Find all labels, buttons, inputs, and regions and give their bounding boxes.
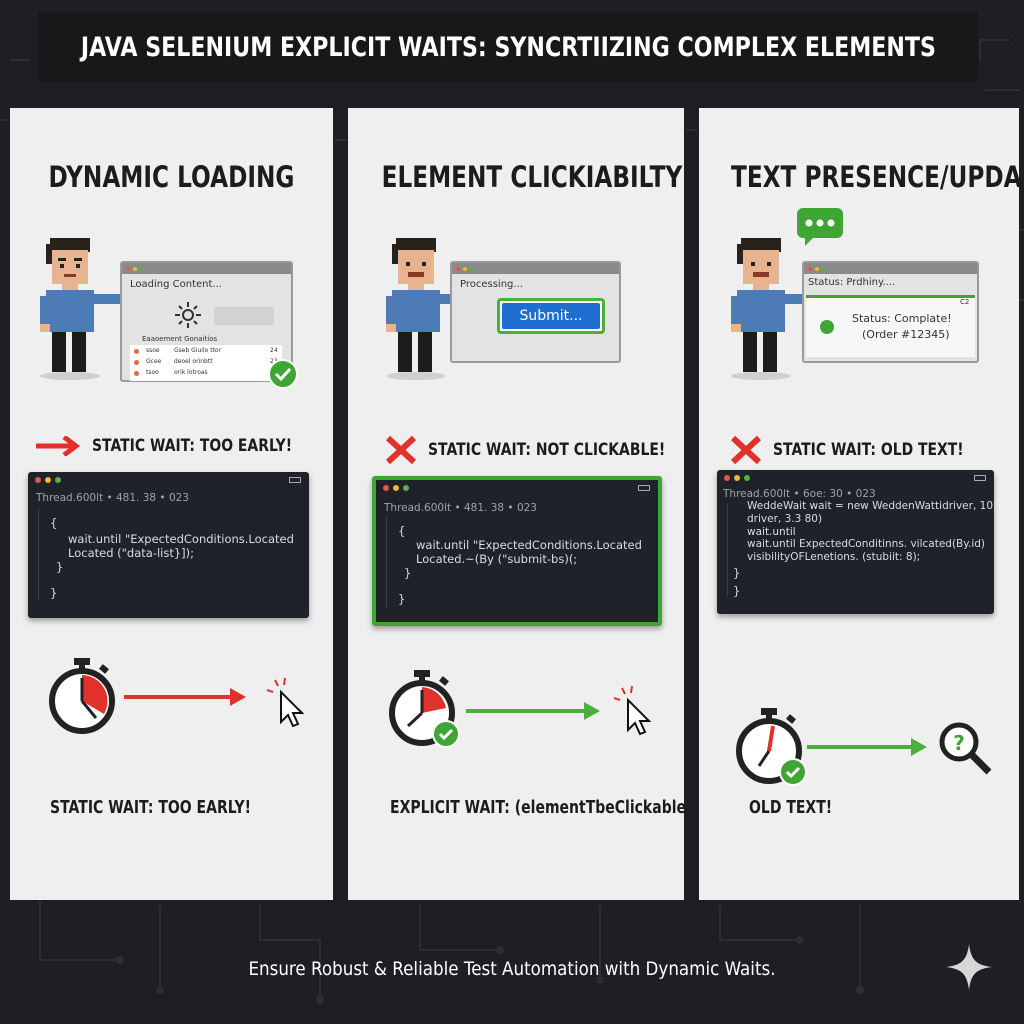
svg-text:?: ?: [953, 731, 965, 755]
status-line: (Order #12345): [862, 328, 950, 341]
panel-text-presence: TEXT PRESENCE/UPDATE Status: Prdhiny....…: [699, 108, 1019, 900]
page-title: JAVA SELENIUM EXPLICIT WAITS: SYNCRTIIZI…: [80, 31, 936, 63]
list-item: deoel orinbtt: [174, 358, 213, 365]
stopwatch-icon: [49, 658, 115, 734]
person-illustration: [386, 238, 484, 380]
list: ssoe Gseb Giuilo ttor 24 Gcee deoel orin…: [130, 345, 282, 381]
loading-window: Loading Content... Eaaoement Gonaitios s…: [120, 261, 293, 382]
loading-heading: Loading Content...: [130, 279, 222, 290]
code-line: wait.until ExpectedConditinns. vilcated(…: [747, 538, 985, 550]
code-line: WeddeWait wait = new WeddenWattidriver, …: [747, 500, 998, 512]
spinner-icon: [175, 302, 201, 328]
code-line: }: [50, 586, 58, 600]
panel-title: DYNAMIC LOADING: [48, 160, 295, 194]
list-item: 24: [270, 347, 278, 354]
code-line: Located.~(By ("submit-bs)(;: [416, 552, 578, 566]
code-window: Thread.600lt • 481. 38 • 023 { wait.unti…: [372, 476, 662, 626]
list-item: ssoe: [146, 347, 160, 354]
bottom-label: EXPLICIT WAIT: (elementTbeClickable): [390, 798, 684, 818]
bottom-label: OLD TEXT!: [749, 798, 833, 818]
list-item: tsoo: [146, 369, 159, 376]
panel-dynamic-loading: DYNAMIC LOADING Loading Content...: [10, 108, 333, 900]
code-line: }: [398, 592, 406, 606]
title-bar: JAVA SELENIUM EXPLICIT WAITS: SYNCRTIIZI…: [38, 12, 978, 82]
status-line: Status: Complate!: [852, 312, 952, 325]
status-row: STATIC WAIT: NOT CLICKABLE!: [384, 434, 684, 466]
code-line: {: [50, 516, 58, 530]
footer-text: Ensure Robust & Reliable Test Automation…: [248, 958, 776, 980]
code-window: Thread.600lt • 6oe: 30 • 023 WeddeWait w…: [717, 470, 998, 614]
check-icon: [268, 359, 298, 389]
red-x-icon: [730, 435, 762, 465]
status-corner: C2: [960, 298, 970, 306]
bottom-label: STATIC WAIT: TOO EARLY!: [50, 798, 251, 818]
status-text: STATIC WAIT: TOO EARLY!: [92, 436, 293, 456]
code-line: }: [733, 566, 741, 580]
processing-heading: Processing...: [460, 279, 523, 290]
status-row: STATIC WAIT: TOO EARLY!: [36, 436, 333, 456]
list-item: orik lotroas: [174, 369, 208, 376]
submit-button[interactable]: Submit...: [502, 303, 600, 329]
code-line: }: [404, 566, 412, 580]
panel-element-clickability: ELEMENT CLICKIABILTY Processing... Submi…: [348, 108, 684, 900]
submit-button-frame: Submit...: [497, 298, 605, 334]
magnifier-question-icon: ?: [939, 722, 992, 775]
code-line: wait.until: [747, 526, 796, 538]
code-line: Thread.600lt • 481. 38 • 023: [384, 502, 537, 514]
green-arrow-icon: [807, 738, 927, 756]
panel-title: TEXT PRESENCE/UPDATE: [731, 160, 1019, 194]
status-dot: [820, 320, 834, 334]
stopwatch-icon: [736, 708, 807, 786]
status-window: Status: Prdhiny.... C2 Status: Complate!…: [802, 261, 979, 363]
code-line: wait.until "ExpectedConditions.Located: [68, 532, 294, 546]
code-line: {: [398, 524, 406, 538]
status-heading: Status: Prdhiny....: [808, 277, 896, 288]
cursor-icon: [613, 686, 652, 736]
code-line: wait.until "ExpectedConditions.Located: [416, 538, 642, 552]
code-line: }: [56, 560, 64, 574]
status-row: STATIC WAIT: OLD TEXT!: [729, 434, 1006, 466]
sparkle-icon: [946, 944, 992, 990]
red-arrow-icon: [36, 436, 81, 456]
list-title: Eaaoement Gonaitios: [142, 335, 218, 343]
cursor-icon: [266, 678, 305, 728]
red-x-icon: [385, 435, 417, 465]
code-window: Thread.600lt • 481. 38 • 023 { wait.unti…: [28, 472, 309, 618]
code-line: visibilityOFLenetions. (stubiit: 8);: [747, 551, 921, 563]
status-text: STATIC WAIT: OLD TEXT!: [773, 440, 964, 460]
code-line: }: [733, 584, 741, 598]
code-line: Thread.600lt • 6oe: 30 • 023: [723, 488, 876, 500]
green-arrow-icon: [466, 702, 600, 720]
chat-bubble-icon: [797, 208, 843, 246]
code-line: Thread.600lt • 481. 38 • 023: [36, 492, 189, 504]
status-card: C2 Status: Complate! (Order #12345): [806, 295, 975, 357]
stopwatch-icon: [389, 670, 460, 748]
status-text: STATIC WAIT: NOT CLICKABLE!: [428, 440, 666, 460]
code-line: Located ("data-list}]);: [68, 546, 195, 560]
loading-placeholder: [214, 307, 274, 325]
panel-title: ELEMENT CLICKIABILTY: [381, 160, 683, 194]
red-arrow-icon: [124, 688, 246, 706]
list-item: Gseb Giuilo ttor: [174, 347, 222, 354]
list-item: 23: [270, 358, 278, 365]
list-item: Gcee: [146, 358, 162, 365]
code-line: driver, 3.3 80): [747, 513, 823, 525]
